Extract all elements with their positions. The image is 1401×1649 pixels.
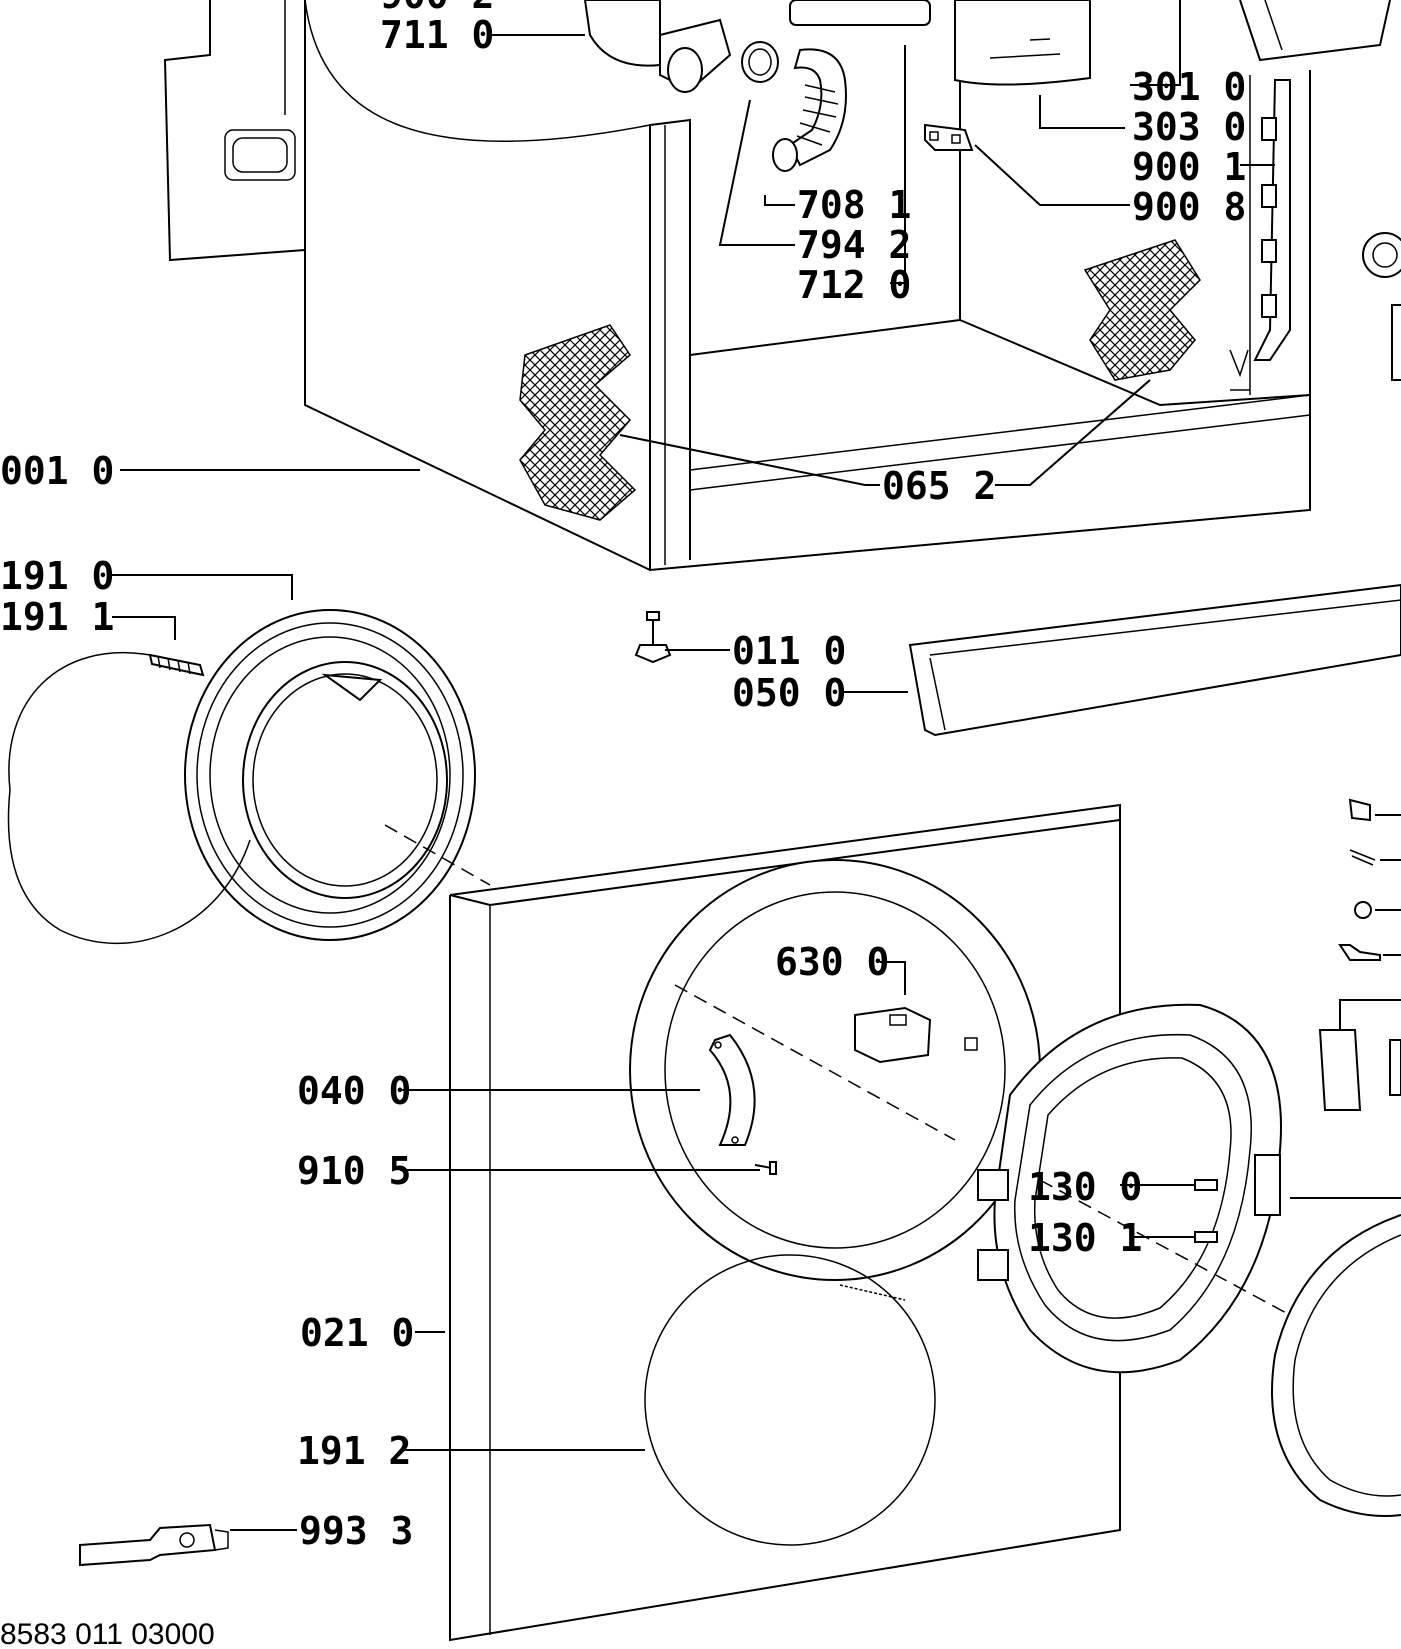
label-021-0: 021 0	[300, 1311, 414, 1355]
label-900-1: 900 1	[1132, 145, 1246, 189]
label-001-0: 001 0	[0, 449, 114, 493]
label-301-0: 301 0	[1132, 65, 1246, 109]
control-panel-pcb	[954, 0, 1391, 86]
label-040-0: 040 0	[297, 1069, 411, 1113]
label-711-0: 711 0	[380, 13, 494, 57]
wiring-harness	[1229, 79, 1291, 391]
label-910-5: 910 5	[297, 1149, 411, 1193]
detergent-dispenser	[583, 0, 931, 93]
leader-lines	[110, 0, 1401, 1531]
label-191-0: 191 0	[0, 554, 114, 598]
label-708-1: 708 1	[797, 183, 911, 227]
door-ring	[977, 1003, 1401, 1376]
drain-hose	[741, 41, 847, 172]
right-edge-parts	[1362, 232, 1401, 381]
label-130-1: 130 1	[1028, 1216, 1142, 1260]
label-993-3: 993 3	[299, 1509, 413, 1553]
spring-screw	[754, 1161, 906, 1301]
wire-ring	[644, 1254, 936, 1546]
door-hinge	[708, 1033, 756, 1146]
label-050-0: 050 0	[732, 671, 846, 715]
label-011-0: 011 0	[732, 629, 846, 673]
door-glass	[1271, 1214, 1401, 1517]
label-712-0: 712 0	[797, 263, 911, 307]
right-small-parts	[1318, 798, 1401, 1111]
kickplate	[908, 583, 1401, 737]
label-191-1: 191 1	[0, 595, 114, 639]
label-065-2: 065 2	[882, 464, 996, 508]
door-lock	[854, 1006, 978, 1064]
cabinet-body	[163, 0, 1311, 572]
label-303-0: 303 0	[1132, 105, 1246, 149]
hinge-bracket	[924, 123, 974, 151]
label-794-2: 794 2	[797, 223, 911, 267]
door-gasket-assembly	[7, 609, 476, 945]
label-191-2: 191 2	[297, 1429, 411, 1473]
drawing-reference-number: 8583 011 03000	[0, 1618, 215, 1649]
label-900-8: 900 8	[1132, 185, 1246, 229]
part-labels: 900 2 711 0 301 0 303 0 900 1 900 8 708 …	[0, 0, 1246, 1649]
service-tool	[79, 1523, 229, 1567]
label-630-0: 630 0	[775, 940, 889, 984]
leveling-foot	[634, 611, 672, 664]
label-130-0: 130 0	[1028, 1165, 1142, 1209]
label-900-2: 900 2	[380, 0, 494, 17]
insulation-pads	[519, 239, 1201, 521]
